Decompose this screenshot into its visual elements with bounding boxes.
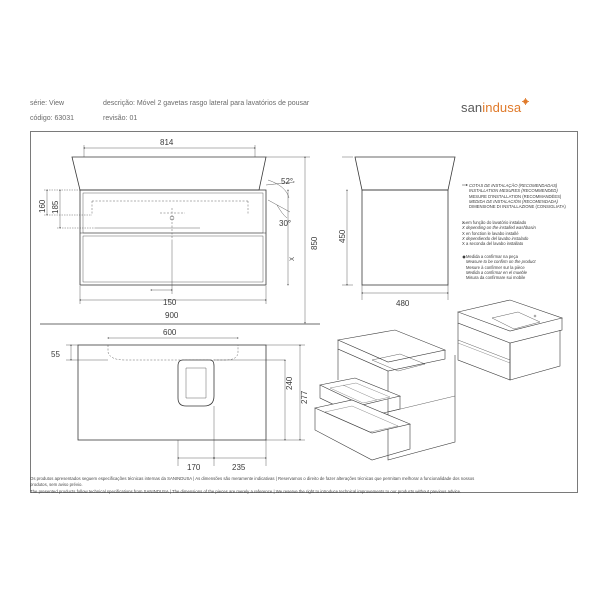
legend-symbols [462,184,468,259]
dim-277: 277 [300,390,309,404]
drawing-sheet [30,131,578,493]
dim-160: 160 [38,199,47,213]
dim-150: 150 [163,298,177,307]
dim-185: 185 [51,200,60,214]
revisao-label: revisão: 01 [103,115,138,122]
dim-52: 52° [281,177,293,186]
dim-170: 170 [187,463,201,472]
iso-closed-cabinet [456,299,564,381]
legend-line: MESURE D'INSTALLATION (RECOMMANDÉES) [469,193,562,199]
logo-text-part2: indusa [482,100,522,115]
iso-open-drawers [314,329,456,461]
footer-line-en: The presented products follow technical … [30,489,462,494]
legend-confirm: Medida a confirmar na peça Measure to be… [466,254,536,280]
legend-line: Misura da confirmare sui mobile [466,275,526,281]
legend-line: COTAS DE INSTALAÇÃO (RECOMENDADAS) [469,183,558,188]
legend-line: X en fonction le lavabo installé [462,230,519,236]
footer-line-pt: Os produtos apresentados seguem especifi… [30,476,475,481]
dim-30: 30° [279,219,291,228]
sanindusa-logo: sanindusa [461,98,530,115]
legend-line: X depending on the installed washbasin [462,225,536,231]
dim-850: 850 [310,236,319,250]
dim-x: X [290,257,296,261]
footer-line-pt-cont: produtos, sem aviso prévio. [30,482,83,487]
top-view [77,344,267,441]
logo-mark-icon [522,98,530,105]
dim-480: 480 [396,299,410,308]
dim-600: 600 [163,328,177,337]
legend-line: Measure to be confirm on the product [466,259,536,265]
legend-line: X em função do lavatório instalado [462,220,527,225]
legend-line: MEDIDA DE INSTALACIÓN (RECOMENDADA) [469,198,558,204]
descricao-label: descrição: Móvel 2 gavetas rasgo lateral… [103,100,310,107]
legend-line: INSTALLATION MESURES (RECOMMENDED) [469,188,558,194]
dim-450: 450 [338,229,347,243]
logo-text-part1: san [461,100,483,115]
legend-installation: COTAS DE INSTALAÇÃO (RECOMENDADAS) INSTA… [469,183,566,209]
legend-line: X a seconda del lavabo installato [462,241,524,247]
legend-x: X em função do lavatório instalado X dep… [462,220,536,246]
dim-55: 55 [51,350,60,359]
legend-line: Medida a confirmar na peça [466,254,518,259]
serie-label: série: View [30,100,65,107]
legend-line: Mesure à confirmer sur la pièce [466,264,525,270]
dim-900: 900 [165,311,179,320]
dim-814: 814 [160,138,174,147]
front-view [71,156,267,286]
legend-line: X dependiendo del lavabo instalado [462,235,529,241]
legend-line: DIMENSIONE DI INSTALLAZIONE (CONSIGLIATA… [469,204,566,210]
side-view [342,156,456,300]
dim-235: 235 [232,463,246,472]
dim-240: 240 [285,376,294,390]
codigo-label: código: 63031 [30,115,74,122]
legend-line: Medida a confirmar en el mueble [466,269,527,275]
